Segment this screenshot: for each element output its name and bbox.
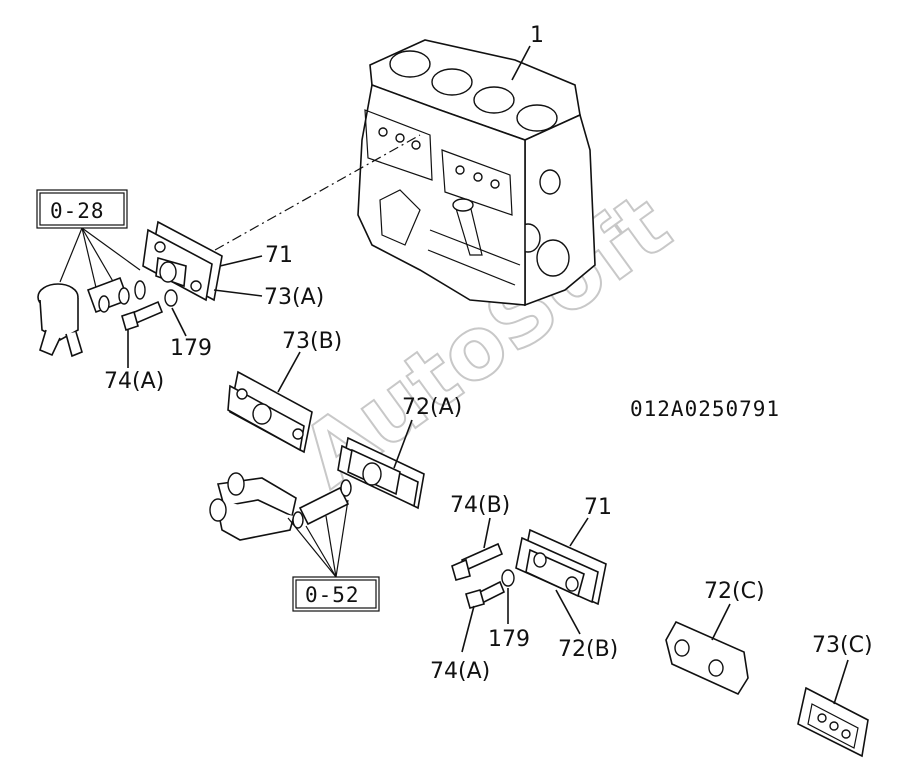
ref-upper-leader-1 xyxy=(59,227,83,283)
assembly-leader-line xyxy=(214,134,421,251)
label-cover-72c: 72(C) xyxy=(704,579,765,604)
ref-lower-leader-1 xyxy=(287,517,337,578)
label-cover-72b: 72(B) xyxy=(558,637,618,662)
ref-upper-leader-4 xyxy=(81,227,141,271)
leader-washer-upper xyxy=(171,307,187,337)
side-cover-73c-illustration xyxy=(797,686,869,758)
label-engine-block: 1 xyxy=(530,23,544,48)
label-bolt-74a-upper: 74(A) xyxy=(104,369,164,394)
washer-179-upper-illustration xyxy=(164,289,178,307)
ref-label-upper: 0-28 xyxy=(50,199,105,223)
side-cover-72b-illustration xyxy=(515,528,607,606)
side-cover-72c-illustration xyxy=(665,620,749,696)
leader-cover-72a xyxy=(393,419,413,469)
leader-cover-73a xyxy=(213,289,263,297)
label-cover-73a: 73(A) xyxy=(264,285,324,310)
label-gasket-upper: 71 xyxy=(265,243,293,268)
leader-cover-73b xyxy=(277,351,301,393)
label-cover-72a: 72(A) xyxy=(402,395,462,420)
ref-lower-leader-3 xyxy=(325,515,337,578)
ref-box-upper xyxy=(39,192,125,226)
bolt-74a-upper-illustration xyxy=(121,300,164,332)
label-washer-lower: 179 xyxy=(488,627,530,652)
ref-lower-leader-2 xyxy=(305,525,337,578)
oil-hose-fitting-lower xyxy=(209,472,352,541)
side-cover-73b-illustration xyxy=(227,370,313,454)
label-gasket-lower: 71 xyxy=(584,495,612,520)
leader-bolt-74b xyxy=(483,517,491,549)
ref-upper-leader-2 xyxy=(81,227,99,297)
bolt-74b-illustration xyxy=(451,542,504,581)
oil-hose-fitting-upper xyxy=(37,276,146,358)
ref-label-lower: 0-52 xyxy=(305,583,360,607)
side-cover-72a-illustration xyxy=(337,436,425,510)
ref-lower-leader-4 xyxy=(335,499,349,578)
leader-cover-72b xyxy=(555,589,581,635)
ref-upper-leader-3 xyxy=(81,227,119,291)
leader-gasket-lower xyxy=(569,517,589,547)
ref-box-lower xyxy=(295,579,377,609)
leader-engine-block xyxy=(511,45,531,81)
label-bolt-74b: 74(B) xyxy=(450,493,510,518)
drawing-code: 012A0250791 xyxy=(630,397,780,421)
side-cover-73a-illustration xyxy=(142,220,223,302)
leader-cover-72c xyxy=(711,603,731,641)
leader-gasket-upper xyxy=(219,255,263,267)
label-bolt-74a-lower: 74(A) xyxy=(430,659,490,684)
bolt-74a-lower-illustration xyxy=(465,580,506,609)
engine-block-illustration xyxy=(357,39,596,307)
label-cover-73b: 73(B) xyxy=(282,329,342,354)
washer-179-lower-illustration xyxy=(501,569,515,587)
label-washer-upper: 179 xyxy=(170,336,212,361)
label-cover-73c: 73(C) xyxy=(812,633,873,658)
leader-cover-73c xyxy=(833,659,849,705)
leader-bolt-74a-lower xyxy=(461,605,475,653)
